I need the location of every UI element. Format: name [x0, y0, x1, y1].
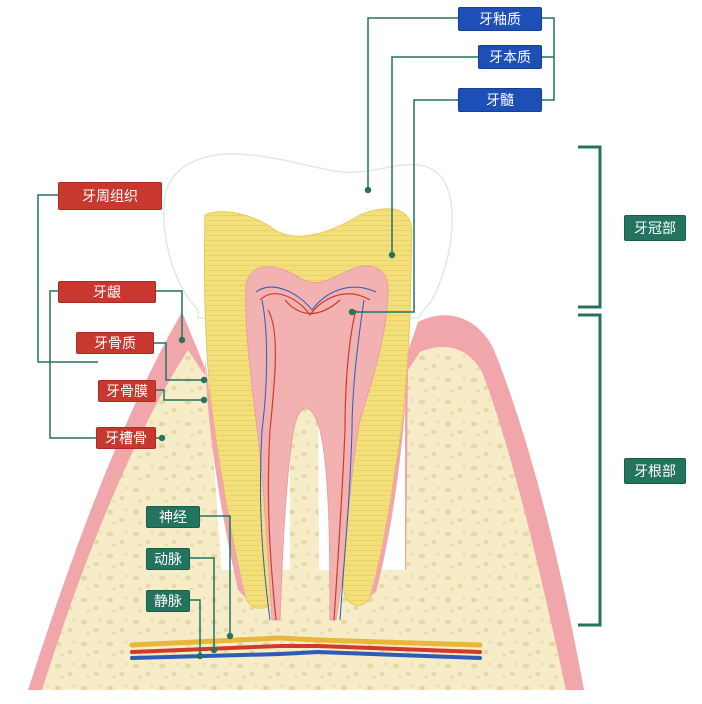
- vein-dot: [196, 652, 204, 660]
- pulp-shape: [245, 265, 389, 621]
- label-gingiva: 牙龈: [58, 281, 156, 303]
- gingiva-leader: [156, 290, 183, 340]
- red-group-line: [37, 194, 98, 439]
- vessel-bundle-nerve: [129, 635, 483, 648]
- root-bracket: [578, 313, 602, 627]
- label-root: 牙根部: [624, 458, 686, 484]
- crown-bracket: [578, 145, 602, 309]
- nerve-dot: [226, 632, 234, 640]
- label-periodontal-tissue: 牙周组织: [58, 182, 162, 210]
- vessel-bundle-vein: [130, 649, 482, 660]
- label-vein: 静脉: [146, 590, 190, 612]
- nerve-leader: [200, 515, 231, 636]
- vessel-bundle-artery: [130, 644, 482, 654]
- gingiva-dot: [178, 336, 186, 344]
- dentin-leader: [391, 56, 478, 255]
- label-nerve: 神经: [146, 506, 200, 528]
- ligament-leader: [156, 389, 204, 401]
- blue-group-line: [542, 17, 555, 101]
- enamel-dot: [364, 186, 372, 194]
- cementum-leader: [154, 342, 204, 381]
- label-artery: 动脉: [146, 548, 190, 570]
- alveolar-bone-shape-right: [405, 346, 566, 690]
- cementum-dot: [200, 376, 208, 384]
- label-cementum: 牙骨质: [76, 332, 154, 354]
- label-enamel: 牙釉质: [458, 7, 542, 31]
- enamel-leader: [367, 17, 458, 190]
- pulp-vessels-red: [259, 293, 371, 621]
- pulp-dot: [348, 308, 356, 316]
- label-pulp: 牙髓: [458, 88, 542, 112]
- label-crown: 牙冠部: [624, 215, 686, 241]
- alveolar-dot: [158, 434, 166, 442]
- artery-dot: [210, 646, 218, 654]
- pulp-leader: [352, 99, 458, 313]
- dentin-dot: [388, 251, 396, 259]
- label-alveolar-bone: 牙槽骨: [96, 427, 156, 449]
- ligament-dot: [200, 396, 208, 404]
- artery-leader: [190, 557, 215, 650]
- label-dentin: 牙本质: [478, 45, 542, 69]
- label-periodontal-ligament: 牙骨膜: [98, 380, 156, 402]
- pulp-vessels-blue: [255, 286, 377, 621]
- vein-leader: [190, 599, 201, 656]
